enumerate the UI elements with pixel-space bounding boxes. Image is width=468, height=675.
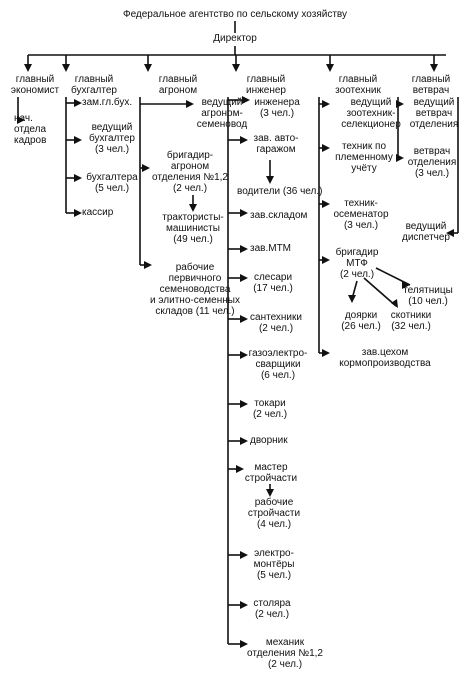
head-agronomist: главный агроном xyxy=(158,74,198,96)
item-warehouse-head: зав.складом xyxy=(250,210,308,221)
head-accountant: главный бухгалтер xyxy=(71,74,117,96)
item-engineers: инженера (3 чел.) xyxy=(254,97,300,119)
item-turners: токари (2 чел.) xyxy=(252,398,288,420)
item-inseminator-tech: техник- осеменатор (3 чел.) xyxy=(333,198,389,231)
agency-title: Федеральное агентство по сельскому хозяй… xyxy=(122,9,348,20)
item-drivers: водители (36 чел.) xyxy=(237,186,323,197)
drop-vet-head xyxy=(430,64,438,72)
item-lead-zootech-breeder: ведущий зоотехник- селекционер xyxy=(341,97,401,130)
item-janitor: дворник xyxy=(250,435,288,446)
eng-to-turners-head xyxy=(240,400,248,408)
item-breeding-record-tech: техник по племенному учёту xyxy=(335,141,393,174)
garage-to-drivers-head xyxy=(266,176,274,184)
item-construction-workers: рабочие стройчасти (4 чел.) xyxy=(247,497,301,530)
eng-to-janitor-head xyxy=(240,437,248,445)
item-feed-shop-head: зав.цехом кормопроизводства xyxy=(339,347,431,369)
item-hr-head: нач. отдела кадров xyxy=(14,113,47,146)
drop-engineer-head xyxy=(232,64,240,72)
item-lead-agronomist-seed: ведущий агроном- семеновод xyxy=(196,97,248,130)
head-engineer: главный инженер xyxy=(245,74,286,96)
vet-to-dispatcher-head xyxy=(446,229,454,237)
brig-to-milk-head xyxy=(348,295,356,303)
item-brigadier-agronomist: бригадир- агроном отделения №1,2 (2 чел.… xyxy=(152,150,228,194)
item-accountants: бухгалтера (5 чел.) xyxy=(86,172,138,194)
eng-to-welders-head xyxy=(240,351,248,359)
item-lead-accountant: ведущий бухгалтер (3 чел.) xyxy=(89,122,135,155)
vet-to-lead-head xyxy=(396,100,404,108)
acc-to-lead-head xyxy=(74,136,82,144)
zoo-to-brigadier-head xyxy=(322,256,330,264)
eng-to-warehouse-head xyxy=(240,209,248,217)
brig-to-calf xyxy=(375,267,411,286)
eng-to-mtm-head xyxy=(240,245,248,253)
head-zootechnician: главный зоотехник xyxy=(335,74,381,96)
brig-to-cattle-head xyxy=(391,299,398,308)
acc-to-cashier-head xyxy=(74,209,82,217)
item-fitters: слесари (17 чел.) xyxy=(253,272,293,294)
eng-to-electricians-head xyxy=(240,551,248,559)
item-division-vets: ветврач отделения (3 чел.) xyxy=(407,146,457,179)
eng-to-garage-head xyxy=(240,136,248,144)
item-tractor-drivers: трактористы- машинисты (49 чел.) xyxy=(162,212,224,245)
item-mtm-head: зав.МТМ xyxy=(250,243,292,254)
drop-agronomist-head xyxy=(144,64,152,72)
acc-to-accountants-head xyxy=(74,174,82,182)
brig-to-calf-head xyxy=(402,281,410,289)
eng-to-mechanic-head xyxy=(240,640,248,648)
item-seed-workers: рабочие первичного семеноводства и элитн… xyxy=(150,262,240,317)
eng-to-engineers-head xyxy=(242,96,250,104)
item-dairy-farm-brigadier: бригадир МТФ (2 чел.) xyxy=(335,247,379,280)
item-division-mechanic: механик отделения №1,2 (2 чел.) xyxy=(247,637,323,670)
item-milkmaids: доярки (26 чел.) xyxy=(341,310,381,332)
director-box: Директор xyxy=(213,33,257,44)
item-welders: газоэлектро- сварщики (6 чел.) xyxy=(248,348,308,381)
head-economist: главный экономист xyxy=(10,74,60,96)
brig-to-cattle xyxy=(363,277,397,307)
drop-accountant-head xyxy=(62,64,70,72)
zoo-to-feedshop-head xyxy=(322,349,330,357)
econ-to-hr-head xyxy=(17,116,25,124)
item-lead-division-vet: ведущий ветврач отделения xyxy=(409,97,459,130)
item-plumbers: сантехники (2 чел.) xyxy=(250,312,302,334)
eng-to-carpenters-head xyxy=(240,601,248,609)
eng-to-master-head xyxy=(236,465,244,473)
item-calf-tenders: телятницы (10 чел.) xyxy=(403,285,453,307)
eng-to-fitters-head xyxy=(240,274,248,282)
master-to-workers-head xyxy=(266,489,274,497)
agro-to-workers-head xyxy=(144,261,152,269)
vet-to-division-head xyxy=(396,154,404,162)
zoo-to-record-head xyxy=(322,144,330,152)
acc-to-deputy-head xyxy=(74,99,82,107)
zoo-to-breeder-head xyxy=(322,100,330,108)
drop-economist-head xyxy=(24,64,32,72)
item-garage-head: зав. авто- гаражом xyxy=(253,133,299,155)
item-cashier: кассир xyxy=(82,207,114,218)
zoo-to-inseminator-head xyxy=(322,200,330,208)
item-carpenters: столяра (2 чел.) xyxy=(253,598,291,620)
item-lead-dispatcher: ведущий диспетчер xyxy=(402,221,450,243)
agro-to-brigadier-head xyxy=(142,164,150,172)
drop-zootechnician-head xyxy=(326,64,334,72)
item-deputy-chief-accountant: зам.гл.бух. xyxy=(82,97,133,108)
eng-to-plumbers-head xyxy=(240,315,248,323)
brigadier-to-tractor-head xyxy=(189,204,197,212)
agro-to-seed-head xyxy=(186,100,194,108)
item-electricians: электро- монтёры (5 чел.) xyxy=(253,548,295,581)
item-cattlemen: скотники (32 чел.) xyxy=(390,310,432,332)
item-construction-master: мастер стройчасти xyxy=(244,462,298,484)
head-vet: главный ветврач xyxy=(411,74,451,96)
